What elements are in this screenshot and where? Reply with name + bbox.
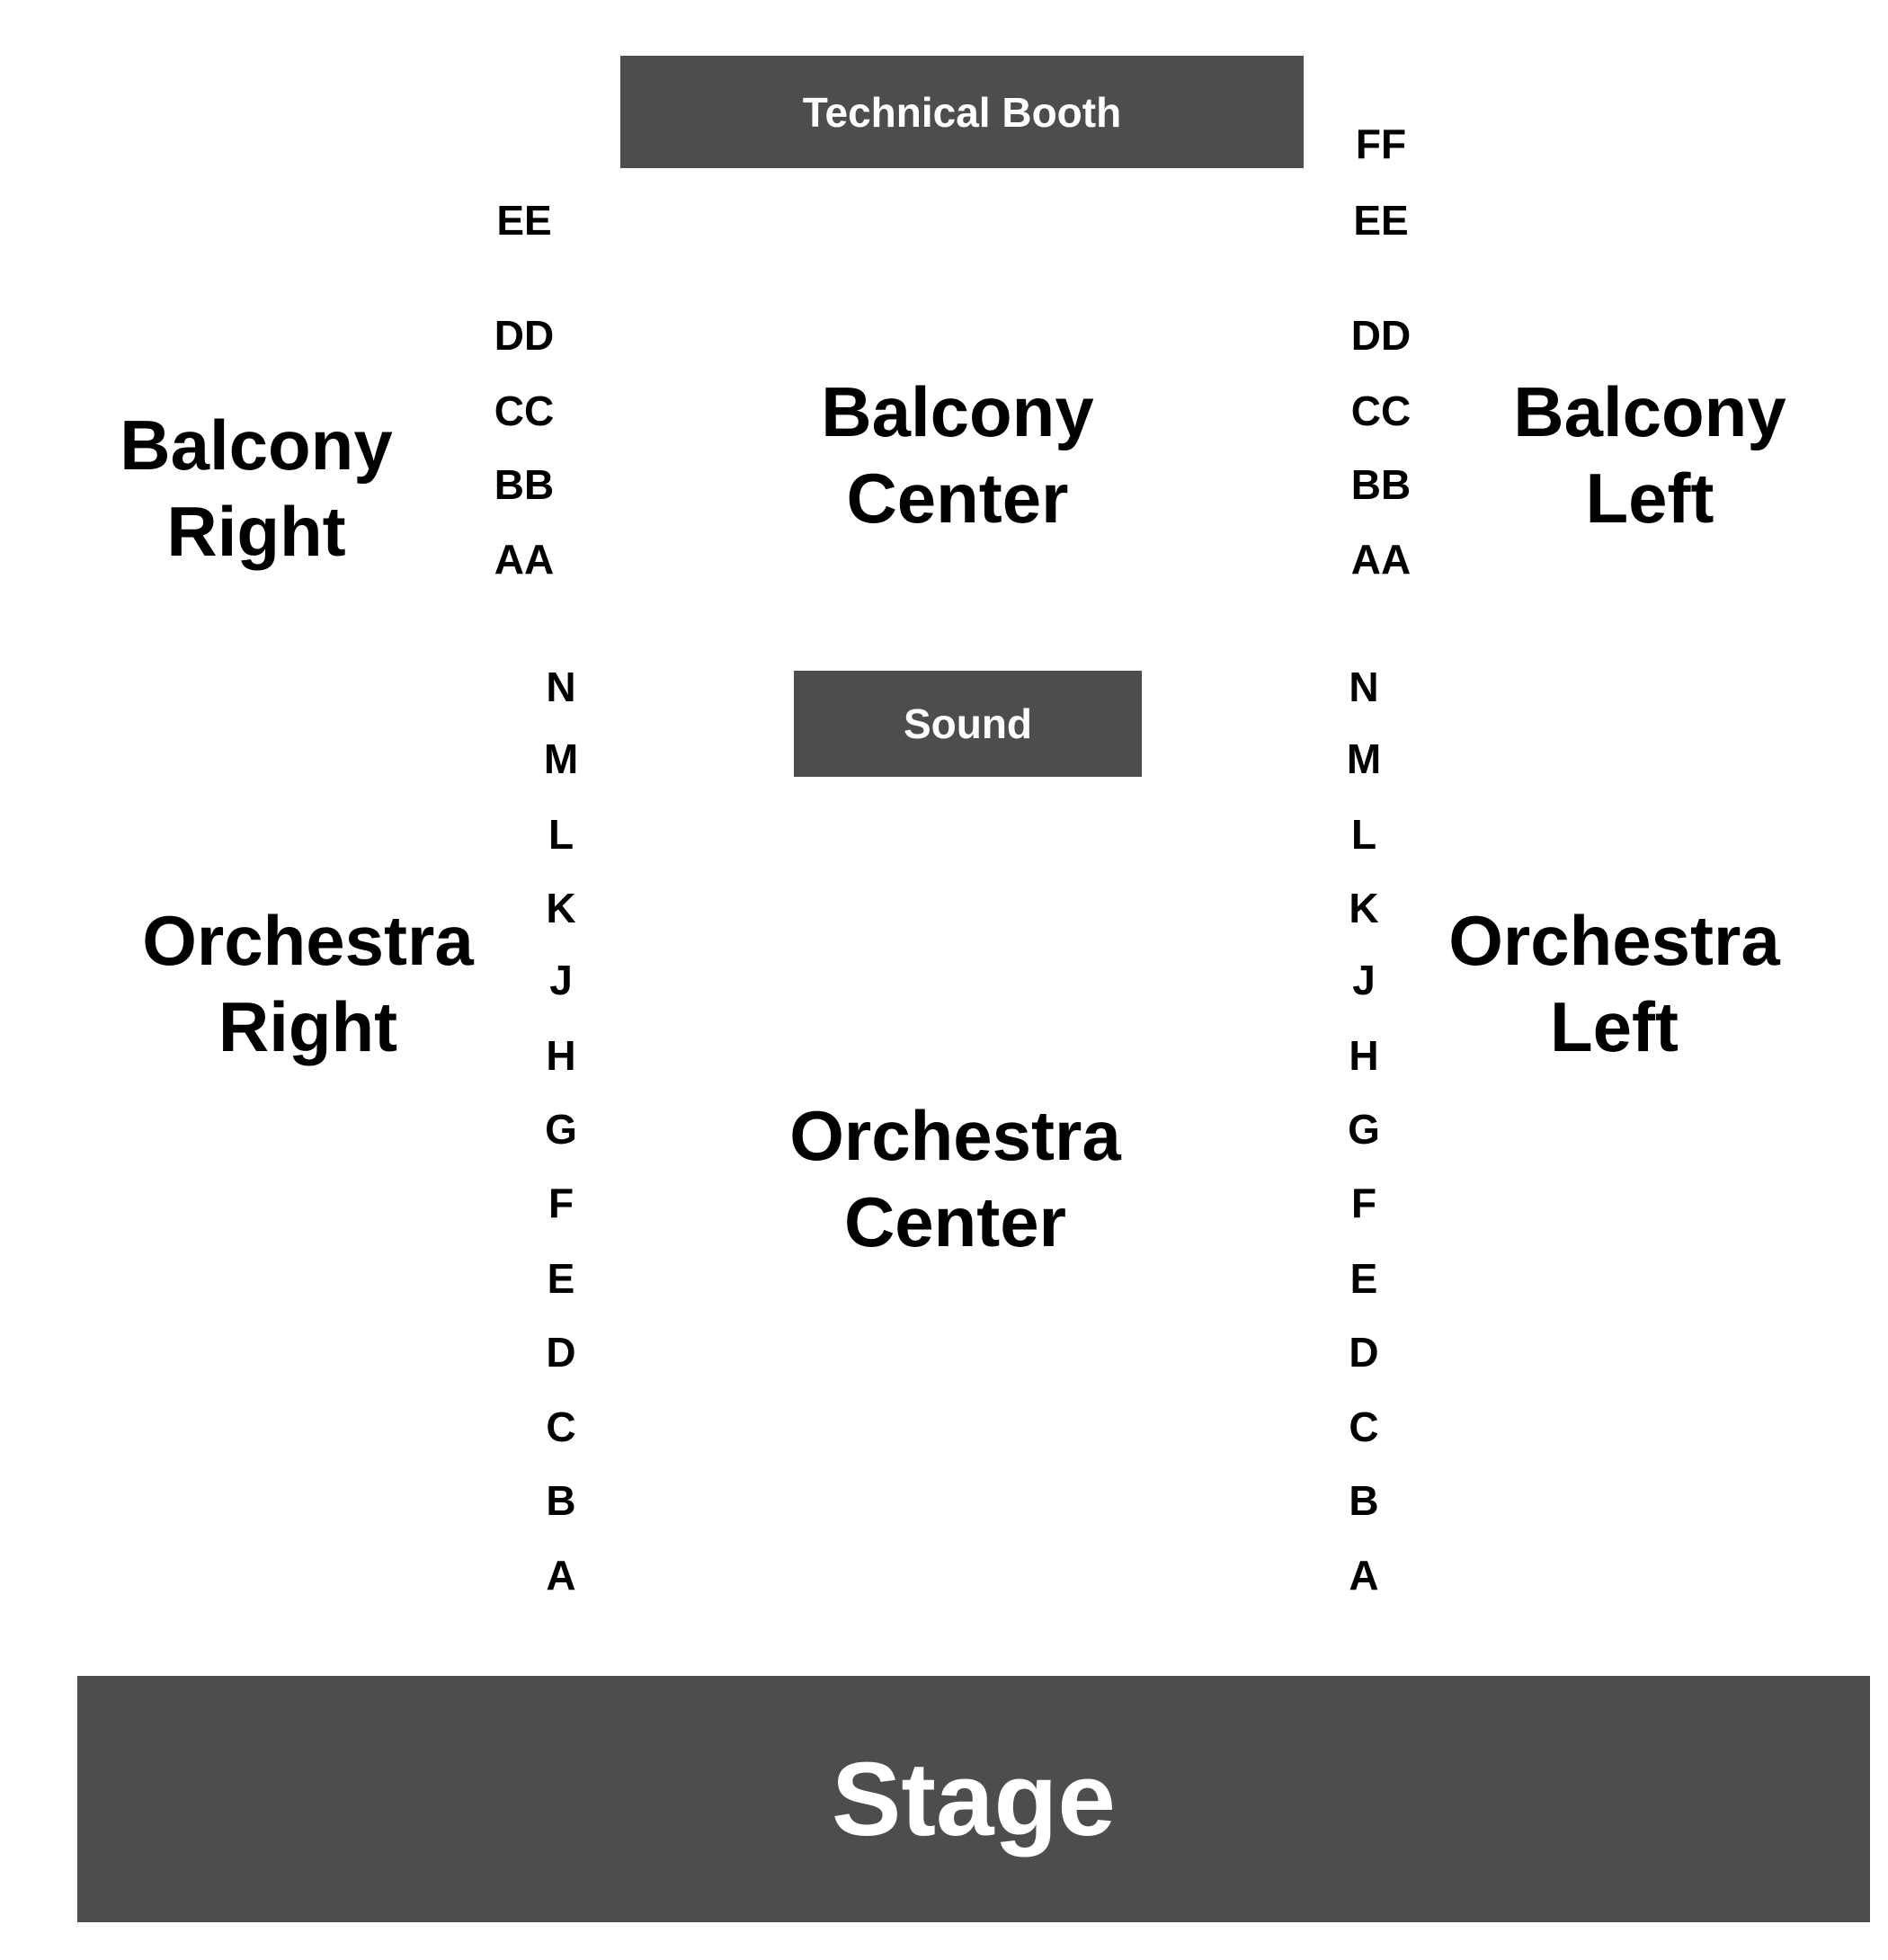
section-balcony-center-line1: Balcony [821,372,1094,451]
row-label: G [1348,1106,1380,1153]
section-orchestra-center-line1: Orchestra [789,1096,1121,1175]
row-label: E [547,1255,575,1302]
row-label: C [1349,1403,1379,1450]
row-label: EE [496,197,552,244]
row-label: CC [494,388,555,434]
section-orchestra-left-line1: Orchestra [1448,901,1780,980]
technical-booth: Technical Booth [620,56,1304,168]
section-balcony-center-line2: Center [846,459,1069,538]
row-label: E [1349,1255,1378,1302]
technical-booth-label: Technical Booth [802,88,1122,136]
row-label: BB [494,461,555,508]
sound-booth-label: Sound [903,700,1033,747]
row-label: A [1349,1552,1379,1599]
section-orchestra-center[interactable]: Orchestra Center [782,1092,1128,1265]
row-label: FF [1355,120,1407,167]
section-orchestra-right[interactable]: Orchestra Right [135,897,481,1070]
row-label: B [1349,1477,1379,1524]
row-label: D [1349,1329,1379,1376]
section-balcony-left-line2: Left [1585,459,1714,538]
section-balcony-right-line2: Right [166,492,346,571]
row-label: DD [494,312,555,359]
row-label: C [546,1403,576,1450]
section-balcony-left[interactable]: Balcony Left [1506,369,1794,541]
section-balcony-right[interactable]: Balcony Right [117,402,396,575]
row-label: G [545,1106,577,1153]
row-label: J [1352,957,1376,1003]
row-label: N [546,664,576,710]
stage: Stage [77,1676,1870,1922]
row-label: M [543,735,579,782]
section-balcony-center[interactable]: Balcony Center [814,369,1101,541]
row-label: F [1350,1180,1377,1226]
section-balcony-left-line1: Balcony [1513,372,1786,451]
stage-label: Stage [832,1741,1116,1858]
row-label: D [546,1329,576,1376]
row-label: A [546,1552,576,1599]
row-label: H [546,1032,576,1079]
row-label: K [546,885,576,931]
sound-booth: Sound [794,671,1142,777]
row-label: B [546,1477,576,1524]
section-orchestra-left[interactable]: Orchestra Left [1441,897,1787,1070]
row-label: EE [1353,197,1409,244]
section-orchestra-left-line2: Left [1550,987,1679,1066]
section-balcony-right-line1: Balcony [120,405,393,485]
row-label: H [1349,1032,1379,1079]
row-label: L [548,811,574,858]
row-label: DD [1350,312,1412,359]
row-label: BB [1350,461,1412,508]
row-label: M [1346,735,1382,782]
row-label: CC [1350,388,1412,434]
row-label: AA [494,536,555,583]
section-orchestra-right-line1: Orchestra [142,901,474,980]
row-label: AA [1350,536,1412,583]
row-label: L [1350,811,1377,858]
row-label: N [1349,664,1379,710]
row-label: F [548,1180,574,1226]
section-orchestra-center-line2: Center [843,1182,1067,1261]
row-label: K [1349,885,1379,931]
section-orchestra-right-line2: Right [218,987,398,1066]
row-label: J [549,957,573,1003]
